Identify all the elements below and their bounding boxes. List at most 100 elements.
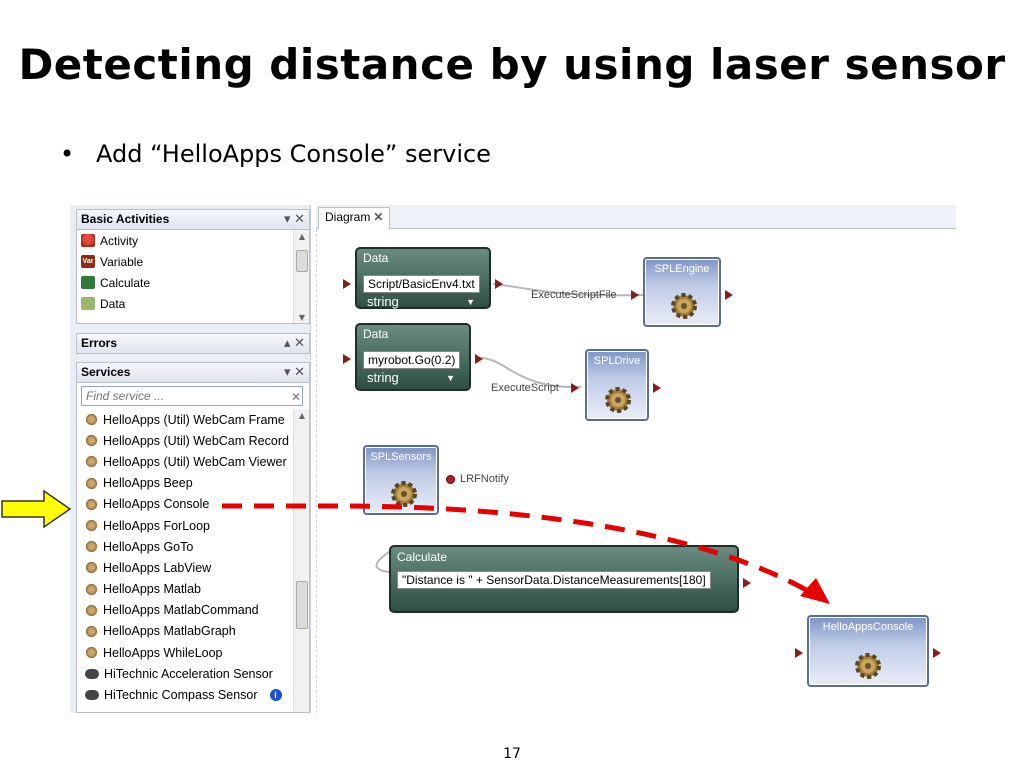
service-item-label: HelloApps ForLoop: [103, 518, 211, 533]
calculate-node[interactable]: Calculate "Distance is " + SensorData.Di…: [389, 545, 739, 613]
data-node-value[interactable]: Script/BasicEnv4.txt: [363, 275, 480, 293]
find-service-input[interactable]: [81, 386, 303, 406]
output-port-icon[interactable]: [653, 383, 661, 393]
data-icon: [81, 297, 95, 310]
service-item-label: HelloApps GoTo: [103, 539, 194, 554]
services-scrollbar[interactable]: ▲: [293, 409, 309, 712]
service-list-item[interactable]: HelloApps Beep: [77, 473, 309, 494]
basic-activities-scrollbar[interactable]: ▲ ▼: [293, 230, 309, 323]
service-list-item[interactable]: HelloApps MatlabCommand: [77, 600, 309, 621]
service-list-item[interactable]: HelloApps Matlab: [77, 579, 309, 600]
scroll-thumb[interactable]: [296, 250, 308, 272]
errors-controls[interactable]: ▴ ✕: [283, 335, 305, 350]
service-item-label: HelloApps MatlabGraph: [103, 624, 236, 639]
errors-header[interactable]: Errors ▴ ✕: [76, 333, 310, 354]
service-list-item[interactable]: HelloApps WhileLoop: [77, 642, 309, 663]
data-node-type[interactable]: string: [367, 294, 399, 309]
activity-item-activity[interactable]: Activity: [77, 230, 309, 251]
bullet-symbol: •: [60, 140, 75, 168]
input-port-icon[interactable]: [631, 290, 639, 300]
connection-label-execute-script: ExecuteScript: [491, 382, 559, 394]
service-node-splsensors[interactable]: SPLSensors: [363, 445, 439, 515]
service-list-item[interactable]: HiTechnic Compass Sensor i: [77, 684, 309, 705]
basic-activities-controls[interactable]: ▾ ✕: [283, 211, 305, 226]
service-item-label: HiTechnic Compass Sensor: [104, 688, 258, 703]
activity-item-label: Calculate: [100, 275, 151, 290]
yellow-pointer-arrow-icon: [1, 489, 72, 529]
page-number: 17: [503, 746, 521, 762]
scroll-up-icon[interactable]: ▲: [298, 411, 306, 420]
input-port-icon[interactable]: [795, 648, 803, 658]
service-list-item[interactable]: HelloApps LabView: [77, 557, 309, 578]
gear-icon: [85, 646, 98, 660]
input-port-icon[interactable]: [343, 279, 351, 289]
service-item-label: HelloApps (Util) WebCam Record: [103, 433, 289, 448]
service-node-label: SPLDrive: [593, 355, 641, 367]
input-port-icon[interactable]: [571, 383, 579, 393]
data-node-command[interactable]: Data myrobot.Go(0.2) string ▼: [355, 323, 471, 391]
slide-title: Detecting distance by using laser sensor: [18, 40, 1006, 89]
service-list-item[interactable]: HelloApps Console: [77, 494, 309, 515]
sensor-icon: [85, 690, 99, 701]
service-item-label: HelloApps WhileLoop: [103, 645, 223, 660]
service-node-splengine[interactable]: SPLEngine: [643, 257, 721, 327]
info-icon[interactable]: i: [269, 689, 282, 702]
output-port-icon[interactable]: [725, 290, 733, 300]
gear-icon: [391, 481, 417, 507]
gear-icon: [85, 561, 98, 575]
dropdown-arrow-icon[interactable]: ▼: [446, 373, 455, 383]
activity-item-variable[interactable]: Var Variable: [77, 251, 309, 272]
gear-icon: [85, 519, 98, 533]
notification-port-icon[interactable]: [446, 475, 455, 484]
service-list-item[interactable]: HiTechnic Acceleration Sensor: [77, 663, 309, 684]
gear-icon: [85, 434, 98, 448]
activity-item-label: Activity: [100, 233, 139, 248]
service-node-label: SPLEngine: [654, 263, 710, 275]
service-item-label: HelloApps Beep: [103, 476, 193, 491]
service-node-label: SPLSensors: [370, 451, 432, 463]
services-header[interactable]: Services ▾ ✕: [76, 362, 310, 383]
data-node-type[interactable]: string: [367, 370, 399, 385]
output-port-icon[interactable]: [743, 578, 751, 588]
output-port-icon[interactable]: [495, 279, 503, 289]
service-item-label: HiTechnic Acceleration Sensor: [104, 666, 273, 681]
service-list-item[interactable]: HelloApps MatlabGraph: [77, 621, 309, 642]
clear-search-icon[interactable]: ✕: [290, 390, 301, 404]
service-node-helloappsconsole[interactable]: HelloAppsConsole: [807, 615, 929, 687]
gear-icon: [85, 413, 98, 427]
data-node-header: Data: [363, 327, 389, 341]
tab-diagram-label: Diagram: [325, 210, 371, 224]
service-list-item[interactable]: HelloApps (Util) WebCam Viewer: [77, 451, 309, 472]
scroll-up-icon[interactable]: ▲: [298, 232, 306, 241]
scroll-thumb[interactable]: [296, 581, 308, 629]
tab-close-icon[interactable]: ✕: [373, 210, 384, 224]
service-list-item[interactable]: HelloApps GoTo: [77, 536, 309, 557]
activity-item-data[interactable]: Data: [77, 293, 309, 314]
dropdown-arrow-icon[interactable]: ▼: [466, 297, 475, 307]
variable-icon: Var: [81, 255, 95, 268]
service-list-item[interactable]: HelloApps (Util) WebCam Record: [77, 430, 309, 451]
activity-item-label: Variable: [100, 254, 144, 269]
gear-icon: [85, 540, 98, 554]
calculate-expression[interactable]: "Distance is " + SensorData.DistanceMeas…: [397, 571, 711, 589]
service-list-item[interactable]: HelloApps (Util) WebCam Frame: [77, 409, 309, 430]
service-list-item[interactable]: HelloApps ForLoop: [77, 515, 309, 536]
data-node-script[interactable]: Data Script/BasicEnv4.txt string ▼: [355, 247, 491, 309]
scroll-down-icon[interactable]: ▼: [298, 313, 306, 322]
services-controls[interactable]: ▾ ✕: [283, 364, 305, 379]
service-item-label: HelloApps (Util) WebCam Frame: [103, 412, 285, 427]
data-node-value[interactable]: myrobot.Go(0.2): [363, 351, 461, 369]
notify-label: LRFNotify: [460, 473, 509, 485]
activity-item-calculate[interactable]: Calculate: [77, 272, 309, 293]
service-node-spldrive[interactable]: SPLDrive: [585, 349, 649, 421]
gear-icon: [85, 476, 98, 490]
input-port-icon[interactable]: [343, 354, 351, 364]
tab-diagram[interactable]: Diagram✕: [318, 207, 391, 229]
calculate-node-header: Calculate: [397, 550, 448, 564]
output-port-icon[interactable]: [475, 354, 483, 364]
output-port-icon[interactable]: [933, 648, 941, 658]
diagram-canvas[interactable]: Data Script/BasicEnv4.txt string ▼ Execu…: [316, 229, 956, 713]
gear-icon: [855, 653, 881, 679]
basic-activities-header[interactable]: Basic Activities ▾ ✕: [76, 209, 310, 230]
